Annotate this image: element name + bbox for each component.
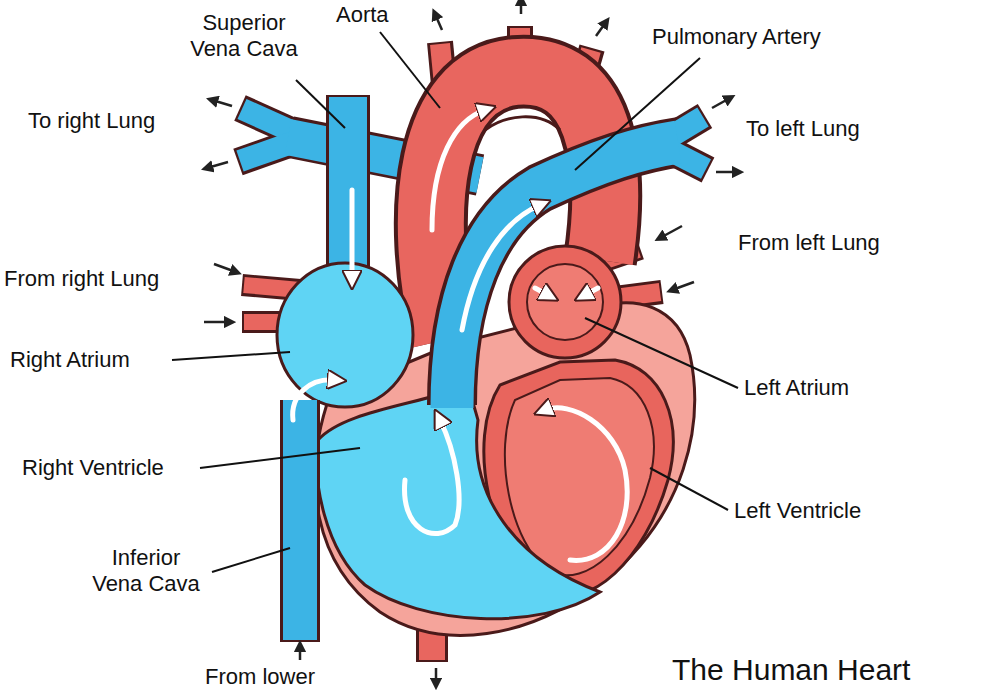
flow-arrow (462, 205, 540, 330)
part-label: Superior Vena Cava (182, 10, 306, 63)
direction-arrow (435, 668, 438, 684)
flow-arrow (535, 288, 548, 295)
superior-vena-cava (348, 95, 349, 290)
vessel-outline (326, 95, 370, 290)
flow-arrows (293, 110, 628, 560)
flow-arrow (293, 380, 335, 420)
leader-line (380, 32, 440, 108)
right-ventricle-shape (317, 385, 600, 619)
part-label: To right Lung (28, 108, 155, 134)
flow-arrow (350, 190, 355, 278)
vessel-fill (452, 142, 678, 408)
direction-arrow (660, 226, 682, 238)
direction-arrow (207, 162, 228, 168)
vessel-fill (283, 400, 317, 640)
left-atrium-inner (527, 264, 603, 340)
part-label: Right Atrium (10, 347, 130, 373)
vessel-outline (280, 400, 320, 642)
pulmonary-artery (452, 116, 708, 408)
inferior-vena-cava (300, 400, 301, 642)
vessel-edge (485, 117, 560, 130)
leader-line (585, 318, 738, 388)
part-label: From right Lung (4, 266, 159, 292)
direction-arrow (712, 98, 730, 108)
part-label: Right Ventricle (22, 455, 164, 481)
direction-arrow (716, 171, 738, 174)
leader-lines (172, 32, 738, 572)
part-label: Left Atrium (744, 375, 849, 401)
part-label: From left Lung (738, 230, 880, 256)
direction-arrow (212, 100, 232, 106)
direction-arrow (299, 646, 302, 660)
part-label: Pulmonary Artery (652, 24, 821, 50)
right-atrium-shape (277, 263, 413, 407)
flow-arrow (585, 288, 598, 295)
diagram-title: The Human Heart (672, 652, 910, 688)
direction-arrow (672, 282, 694, 290)
flow-arrow (545, 408, 627, 561)
part-label: Left Ventricle (734, 498, 861, 524)
direction-arrows (204, 0, 738, 684)
direction-arrow (435, 14, 442, 30)
leader-line (172, 352, 290, 360)
flow-arrow (432, 110, 485, 230)
left-atrium-shape (509, 246, 621, 358)
part-label: From lower (205, 664, 315, 690)
direction-arrow (520, 0, 523, 14)
part-label: Inferior Vena Cava (84, 545, 208, 598)
vessel-fill (329, 97, 367, 290)
leader-line (200, 448, 360, 468)
left-ventricle-inner (505, 378, 654, 575)
direction-arrow (214, 264, 236, 272)
direction-arrow (204, 321, 230, 324)
flow-arrow (405, 420, 460, 534)
leader-line (212, 548, 290, 572)
part-label: To left Lung (746, 116, 860, 142)
part-label: Aorta (336, 2, 389, 28)
leader-line (650, 468, 728, 510)
direction-arrow (596, 22, 606, 36)
leader-line (575, 58, 700, 170)
leader-line (296, 80, 345, 128)
